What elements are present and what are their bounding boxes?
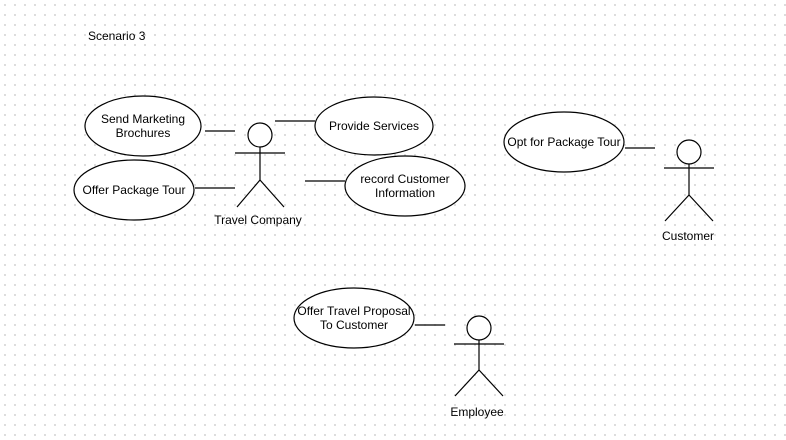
usecase-provide-services-shape[interactable] <box>314 96 434 156</box>
usecase-send-marketing-brochures-shape[interactable] <box>84 95 202 157</box>
actor-travel-company-figure[interactable] <box>235 122 285 208</box>
usecase-send-marketing-brochures-label: Send Marketing Brochures <box>100 112 186 140</box>
usecase-opt-for-package-tour-shape[interactable] <box>503 111 625 173</box>
actor-customer-figure[interactable] <box>664 139 714 222</box>
usecase-offer-package-tour-label: Offer Package Tour <box>82 183 186 197</box>
actor-employee-figure[interactable] <box>454 315 504 397</box>
actor-customer-label: Customer <box>661 229 714 243</box>
usecase-offer-travel-proposal-label: Offer Travel Proposal To Customer <box>297 304 411 332</box>
usecase-provide-services-label: Provide Services <box>328 119 420 133</box>
actor-travel-company-label: Travel Company <box>214 213 302 227</box>
usecase-offer-travel-proposal-shape[interactable] <box>293 287 415 349</box>
actor-employee-label: Employee <box>450 405 504 419</box>
usecase-record-customer-information-shape[interactable] <box>344 155 466 217</box>
diagram-title: Scenario 3 <box>88 29 146 43</box>
usecase-offer-package-tour-shape[interactable] <box>73 159 195 221</box>
usecase-record-customer-information-label: record Customer Information <box>360 172 450 200</box>
usecase-opt-for-package-tour-label: Opt for Package Tour <box>507 135 621 149</box>
